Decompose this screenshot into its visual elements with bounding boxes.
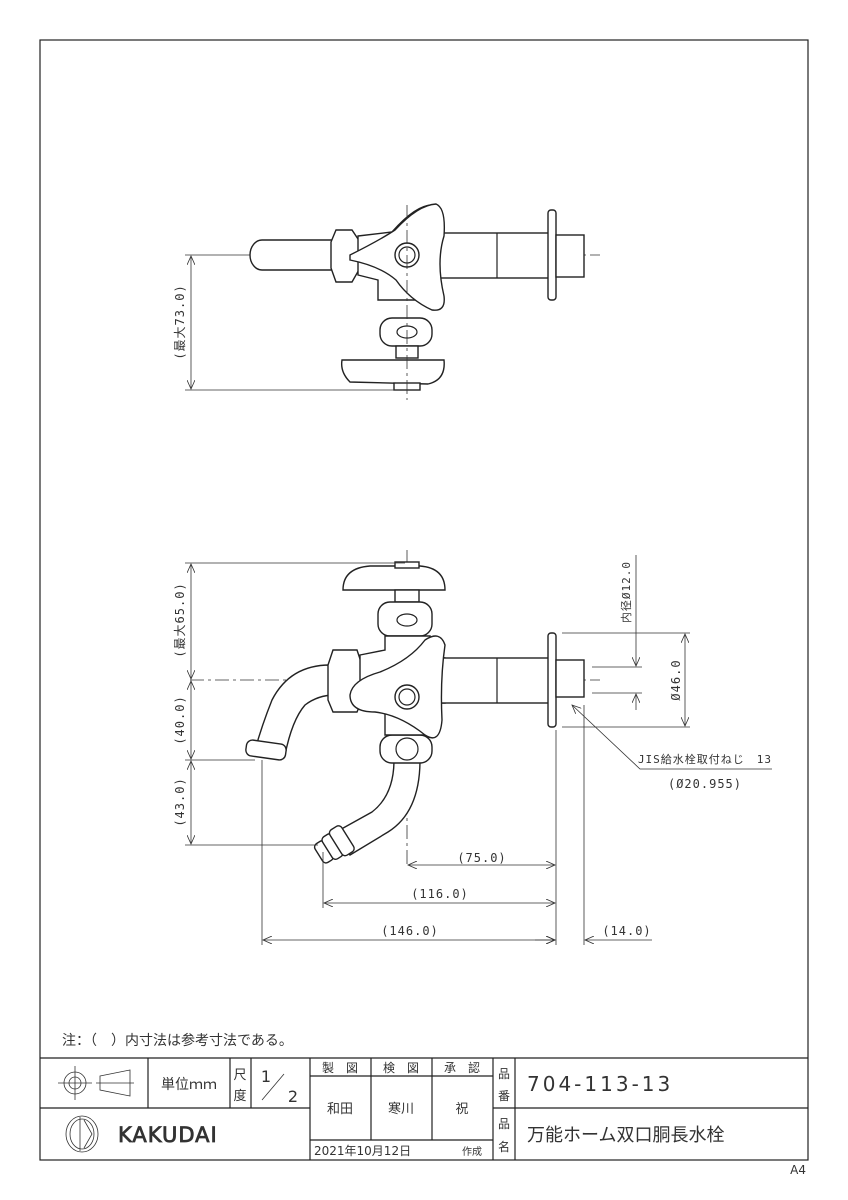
dim-max-height: (最大73.0) <box>173 284 187 359</box>
scale-label: 尺 <box>233 1068 246 1083</box>
hex-nut <box>330 229 361 283</box>
bonnet <box>377 601 433 637</box>
top-view: (最大73.0) <box>173 203 600 400</box>
front-view: (最大65.0) (40.0) (43.0) (75.0) (116.0) (1… <box>173 550 772 945</box>
drawing-frame <box>39 39 809 1161</box>
lower-handle <box>340 359 445 385</box>
thread-size: (Ø20.955) <box>668 777 742 791</box>
dim-hose-drop: (43.0) <box>173 777 187 826</box>
part-name-label: 名 <box>498 1139 510 1154</box>
dim-inner-dia: 内径Ø12.0 <box>619 561 633 623</box>
thread-note: JIS給水栓取付ねじ 13 <box>638 752 772 766</box>
supply-pipe <box>439 657 551 704</box>
wall-flange <box>547 209 557 301</box>
part-no-label: 番 <box>498 1089 510 1103</box>
dim-146: (146.0) <box>381 924 439 938</box>
paper-size: A4 <box>790 1163 806 1177</box>
handle-icon <box>349 635 446 739</box>
approved-by: 祝 <box>455 1102 468 1117</box>
thread <box>555 659 585 698</box>
dim-flange-dia: Ø46.0 <box>669 659 683 700</box>
title-block: 単位ｍｍ 尺 度 1 2 製 図 検 図 承 認 和田 寒川 祝 2021年10… <box>40 1057 808 1160</box>
brand-name: KAKUDAI <box>118 1123 218 1147</box>
part-number: 704-113-13 <box>527 1072 673 1096</box>
dim-max-top: (最大65.0) <box>173 582 187 657</box>
drafted-by: 和田 <box>327 1102 353 1117</box>
scale-numerator: 1 <box>261 1067 271 1086</box>
part-no-label: 品 <box>498 1067 510 1081</box>
created-label: 作成 <box>462 1146 482 1158</box>
unit-label: 単位ｍｍ <box>161 1077 217 1093</box>
hose-spout <box>335 759 421 856</box>
top-handle <box>342 565 446 591</box>
kakudai-logo: KAKUDAI <box>65 1115 218 1153</box>
supply-pipe <box>429 232 551 279</box>
checked-by: 寒川 <box>388 1101 414 1117</box>
dim-75: (75.0) <box>457 851 506 865</box>
wall-flange <box>547 632 557 728</box>
checked-label: 検 図 <box>383 1061 419 1075</box>
dim-spout-drop: (40.0) <box>173 695 187 744</box>
scale-label: 度 <box>233 1088 246 1104</box>
bonnet <box>379 317 433 347</box>
approved-label: 承 認 <box>444 1060 480 1075</box>
drafted-label: 製 図 <box>322 1061 358 1075</box>
drawing-date: 2021年10月12日 <box>314 1144 411 1158</box>
scale-denominator: 2 <box>288 1087 298 1106</box>
hose-connector <box>328 825 355 857</box>
spout-pipe <box>249 239 341 271</box>
part-name: 万能ホーム双口胴長水栓 <box>527 1125 724 1146</box>
spout-tip <box>245 739 287 761</box>
dim-116: (116.0) <box>411 887 469 901</box>
reference-note: 注：（ ）内寸法は参考寸法である。 <box>62 1032 293 1049</box>
dim-14: (14.0) <box>602 924 651 938</box>
part-name-label: 品 <box>498 1117 510 1131</box>
third-angle-projection-icon <box>58 1066 134 1100</box>
thread <box>555 234 585 278</box>
